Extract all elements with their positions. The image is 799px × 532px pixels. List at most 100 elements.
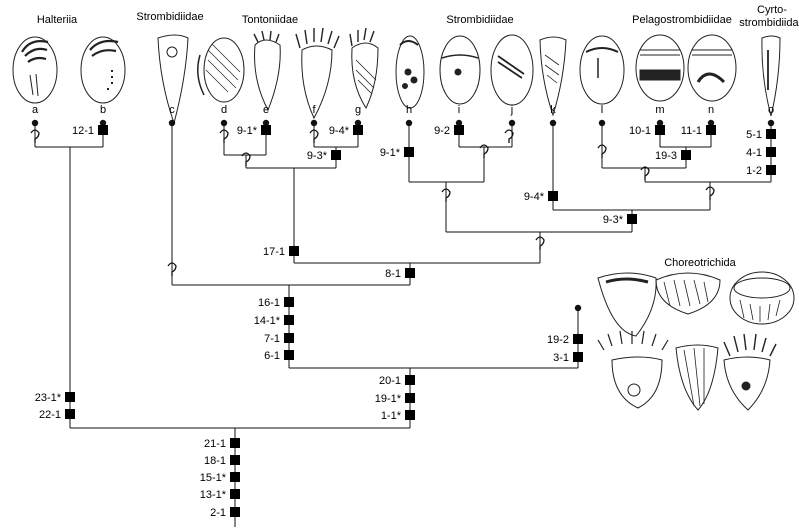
character-marker bbox=[98, 125, 108, 135]
character-marker bbox=[766, 165, 776, 175]
taxon-label-k: k bbox=[550, 104, 556, 116]
character-label: 18-1 bbox=[204, 455, 226, 467]
choreotrichida-illustrations bbox=[598, 272, 794, 410]
character-label: 10-1 bbox=[629, 125, 651, 137]
tip-dot-choreotrichida bbox=[575, 305, 581, 311]
taxon-illustrations bbox=[13, 28, 780, 123]
character-marker bbox=[230, 438, 240, 448]
tip-dot-c bbox=[169, 120, 175, 126]
character-marker bbox=[65, 392, 75, 402]
character-label: 9-2 bbox=[434, 125, 450, 137]
character-label: 17-1 bbox=[263, 246, 285, 258]
taxon-label-n: n bbox=[708, 104, 714, 116]
character-label: 9-3* bbox=[603, 214, 624, 226]
branch-k-join bbox=[553, 182, 710, 210]
homoplasy-hooks bbox=[31, 130, 714, 276]
character-marker bbox=[284, 350, 294, 360]
group-label-strombidiidae-1: Strombidiidae bbox=[136, 11, 203, 23]
group-label-cyrtostrombidiidae-line1: Cyrto- bbox=[757, 4, 787, 16]
character-label: 9-1* bbox=[380, 147, 401, 159]
character-label: 23-1* bbox=[35, 392, 62, 404]
tip-dot-d bbox=[221, 120, 227, 126]
character-marker bbox=[454, 125, 464, 135]
cell-drawing-i bbox=[440, 36, 480, 104]
group-label-tontoniidae: Tontoniidae bbox=[242, 14, 298, 26]
character-label: 15-1* bbox=[200, 472, 227, 484]
taxon-label-c: c bbox=[169, 104, 175, 116]
taxon-label-a: a bbox=[32, 104, 39, 116]
character-label: 2-1 bbox=[210, 507, 226, 519]
character-marker bbox=[655, 125, 665, 135]
character-marker bbox=[65, 409, 75, 419]
cell-drawing-d bbox=[198, 38, 244, 102]
character-marker bbox=[230, 472, 240, 482]
cell-drawing-g bbox=[350, 28, 378, 108]
character-label: 6-1 bbox=[264, 350, 280, 362]
tip-dot-j bbox=[509, 120, 515, 126]
cell-drawing-j bbox=[491, 35, 533, 105]
choreotrich-drawing-5 bbox=[676, 345, 718, 410]
character-label: 1-2 bbox=[746, 165, 762, 177]
character-label: 14-1* bbox=[254, 315, 281, 327]
character-label: 22-1 bbox=[39, 409, 61, 421]
cell-drawing-a bbox=[13, 37, 57, 103]
taxon-label-g: g bbox=[355, 104, 361, 116]
taxon-label-m: m bbox=[655, 104, 664, 116]
cell-drawing-l bbox=[580, 36, 624, 104]
character-label: 19-2 bbox=[547, 334, 569, 346]
character-marker bbox=[230, 455, 240, 465]
choreotrich-drawing-2 bbox=[656, 273, 720, 314]
character-marker bbox=[706, 125, 716, 135]
character-label: 7-1 bbox=[264, 333, 280, 345]
group-label-cyrtostrombidiidae-line2: strombidiidae bbox=[739, 17, 799, 29]
branch-c-join bbox=[172, 263, 410, 285]
cell-drawing-e bbox=[254, 31, 280, 110]
taxon-label-i: i bbox=[458, 104, 460, 116]
cell-drawing-m bbox=[636, 35, 684, 101]
branch-h-ij-join bbox=[409, 147, 484, 182]
taxon-label-d: d bbox=[221, 104, 227, 116]
character-label: 3-1 bbox=[553, 352, 569, 364]
tip-dot-k bbox=[550, 120, 556, 126]
character-marker bbox=[353, 125, 363, 135]
cell-drawing-f bbox=[296, 28, 339, 118]
group-label-pelagostrombidiidae: Pelagostrombidiidae bbox=[632, 14, 732, 26]
choreotrich-drawing-4 bbox=[598, 331, 668, 408]
group-label-choreotrichida: Choreotrichida bbox=[664, 257, 736, 269]
character-label: 9-4* bbox=[524, 191, 545, 203]
character-marker bbox=[405, 375, 415, 385]
choreotrich-drawing-1 bbox=[598, 273, 656, 336]
group-label-strombidiidae-2: Strombidiidae bbox=[446, 14, 513, 26]
tip-dots bbox=[32, 120, 774, 311]
character-label: 12-1 bbox=[72, 125, 94, 137]
character-label: 19-1* bbox=[375, 393, 402, 405]
character-label: 13-1* bbox=[200, 489, 227, 501]
character-label: 16-1 bbox=[258, 297, 280, 309]
tip-dot-l bbox=[599, 120, 605, 126]
character-label: 11-1 bbox=[681, 125, 702, 137]
character-marker bbox=[230, 507, 240, 517]
taxon-label-e: e bbox=[263, 104, 269, 116]
character-marker bbox=[548, 191, 558, 201]
character-label: 8-1 bbox=[385, 268, 401, 280]
character-marker bbox=[766, 147, 776, 157]
character-marker bbox=[404, 147, 414, 157]
character-marker bbox=[284, 297, 294, 307]
taxon-label-l: l bbox=[601, 104, 603, 116]
cell-drawing-n bbox=[688, 35, 736, 101]
tip-dot-h bbox=[406, 120, 412, 126]
character-marker bbox=[230, 489, 240, 499]
branch-i-j bbox=[459, 123, 512, 147]
choreotrich-drawing-6 bbox=[724, 334, 776, 410]
character-marker bbox=[681, 150, 691, 160]
character-marker bbox=[573, 352, 583, 362]
character-label: 5-1 bbox=[746, 129, 762, 141]
character-label: 1-1* bbox=[381, 410, 402, 422]
tip-dot-a bbox=[32, 120, 38, 126]
group-label-halteriia: Halteriia bbox=[37, 14, 78, 26]
taxon-label-h: h bbox=[406, 104, 412, 116]
character-label: 9-4* bbox=[329, 125, 350, 137]
taxon-label-j: j bbox=[510, 104, 513, 116]
character-marker bbox=[284, 333, 294, 343]
